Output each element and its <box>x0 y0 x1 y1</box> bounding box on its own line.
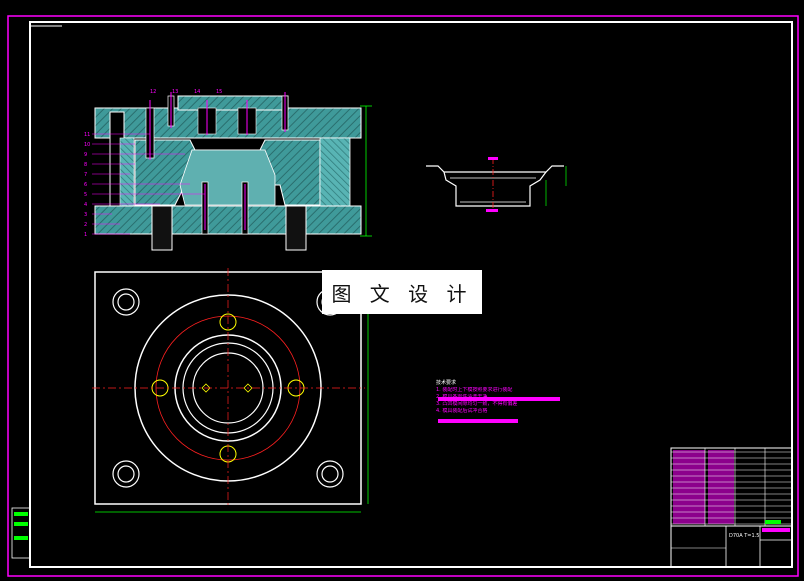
top-number-14: 14 <box>194 89 200 95</box>
top-number-15: 15 <box>216 89 222 95</box>
note-bar-2 <box>438 419 518 423</box>
technical-requirements: 技术要求 1. 装配时上下模按照要求进行装配 2. 模具各零件清洗干净 3. 凸… <box>436 380 576 415</box>
part-number-9: 9 <box>84 152 87 158</box>
margin-stamp-green-1 <box>14 512 28 516</box>
part-number-5: 5 <box>84 192 87 198</box>
right-block <box>319 137 351 207</box>
part-dim-top-mark <box>488 157 498 160</box>
tech-note-line-3: 3. 凸凹模间隙均匀一致，不得有偏差 <box>436 401 518 407</box>
part-number-3: 3 <box>84 212 87 218</box>
corner-holes <box>112 288 344 488</box>
part-number-2: 2 <box>84 222 87 228</box>
part-number-7: 7 <box>84 172 87 178</box>
guide-bush-left <box>119 137 135 209</box>
parts-list-mid <box>708 450 734 524</box>
part-number-1: 1 <box>84 232 87 238</box>
plan-view <box>92 268 369 513</box>
leader-lines <box>92 133 205 235</box>
ejector-mark-left <box>201 383 211 393</box>
tb-magenta-mark <box>762 528 790 532</box>
section-view: 11 10 9 8 7 6 5 4 3 2 1 12 13 14 15 <box>84 89 372 251</box>
parts-list-rows <box>671 451 792 525</box>
tech-note-line-1: 1. 装配时上下模按照要求进行装配 <box>436 387 513 393</box>
top-clamp <box>177 95 289 111</box>
bottom-plate <box>94 205 362 235</box>
margin-stamp-green-2 <box>14 522 28 526</box>
ejector-mark-right <box>243 383 253 393</box>
note-bar-1 <box>438 397 560 401</box>
watermark-label: 图 文 设 计 <box>322 270 482 314</box>
foot-right <box>285 205 307 251</box>
part-dim-bottom-mark <box>486 209 498 212</box>
outer-frame <box>7 15 799 577</box>
part-flange <box>426 165 564 173</box>
punch <box>179 149 276 206</box>
top-number-labels: 12 13 14 15 <box>150 89 222 95</box>
part-view <box>426 157 567 212</box>
part-number-11: 11 <box>84 132 90 138</box>
title-block-frame <box>670 447 793 568</box>
margin-stamp-green-3 <box>14 536 28 540</box>
title-block-material: D70A T=1.5 <box>729 533 760 539</box>
foot-left <box>151 205 173 251</box>
tech-note-line-4: 4. 模具装配后试冲合格 <box>436 408 488 414</box>
part-body <box>443 171 547 207</box>
title-block <box>670 447 793 568</box>
part-number-labels: 11 10 9 8 7 6 5 4 3 2 1 <box>84 132 90 238</box>
tb-green-mark <box>765 520 781 524</box>
margin-stamp <box>11 507 31 559</box>
inner-border <box>29 21 793 568</box>
top-number-13: 13 <box>172 89 178 95</box>
tech-note-line-2: 2. 模具各零件清洗干净 <box>436 394 488 400</box>
tech-notes-heading: 技术要求 <box>436 380 457 386</box>
top-number-12: 12 <box>150 89 156 95</box>
part-number-6: 6 <box>84 182 87 188</box>
part-number-8: 8 <box>84 162 87 168</box>
part-number-4: 4 <box>84 202 87 208</box>
part-number-10: 10 <box>84 142 90 148</box>
top-plate <box>94 107 362 139</box>
parts-list-left <box>673 450 705 524</box>
